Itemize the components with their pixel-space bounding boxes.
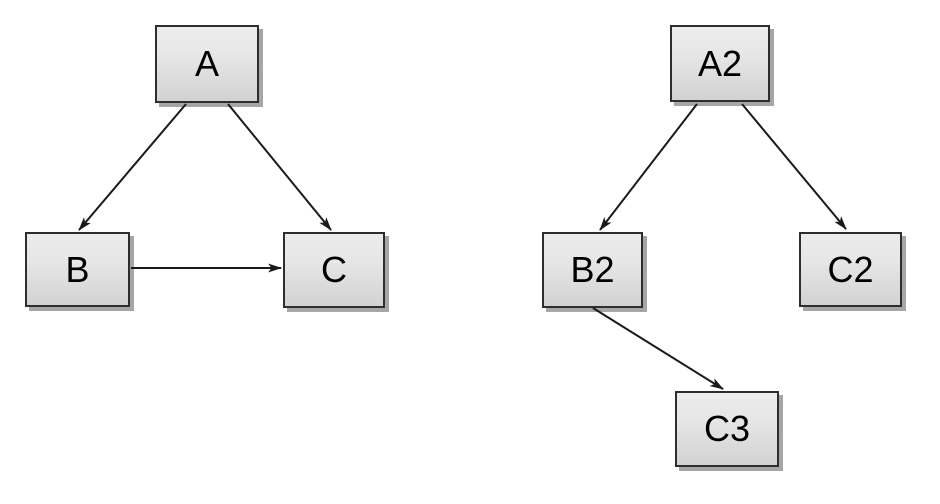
node-C3-label: C3 bbox=[703, 408, 751, 449]
edge-A2-to-B2 bbox=[599, 103, 698, 231]
node-A[interactable]: A bbox=[155, 25, 259, 103]
edge-B2-to-C3 bbox=[592, 307, 724, 390]
node-A-label: A bbox=[194, 43, 219, 84]
node-C2[interactable]: C2 bbox=[799, 232, 902, 307]
node-C[interactable]: C bbox=[283, 232, 385, 308]
node-C-label: C bbox=[321, 249, 347, 290]
node-B2[interactable]: B2 bbox=[542, 232, 643, 308]
node-B[interactable]: B bbox=[25, 232, 130, 307]
node-C2-label: C2 bbox=[827, 248, 874, 290]
edge-A2-to-C2 bbox=[741, 103, 847, 230]
node-B-label: B bbox=[65, 248, 90, 290]
node-B2-label: B2 bbox=[570, 249, 615, 290]
edge-A-to-C bbox=[227, 103, 332, 231]
node-C3[interactable]: C3 bbox=[675, 391, 779, 467]
edge-A-to-B bbox=[78, 103, 187, 231]
node-A2-label: A2 bbox=[697, 42, 743, 84]
node-A2[interactable]: A2 bbox=[670, 25, 770, 102]
